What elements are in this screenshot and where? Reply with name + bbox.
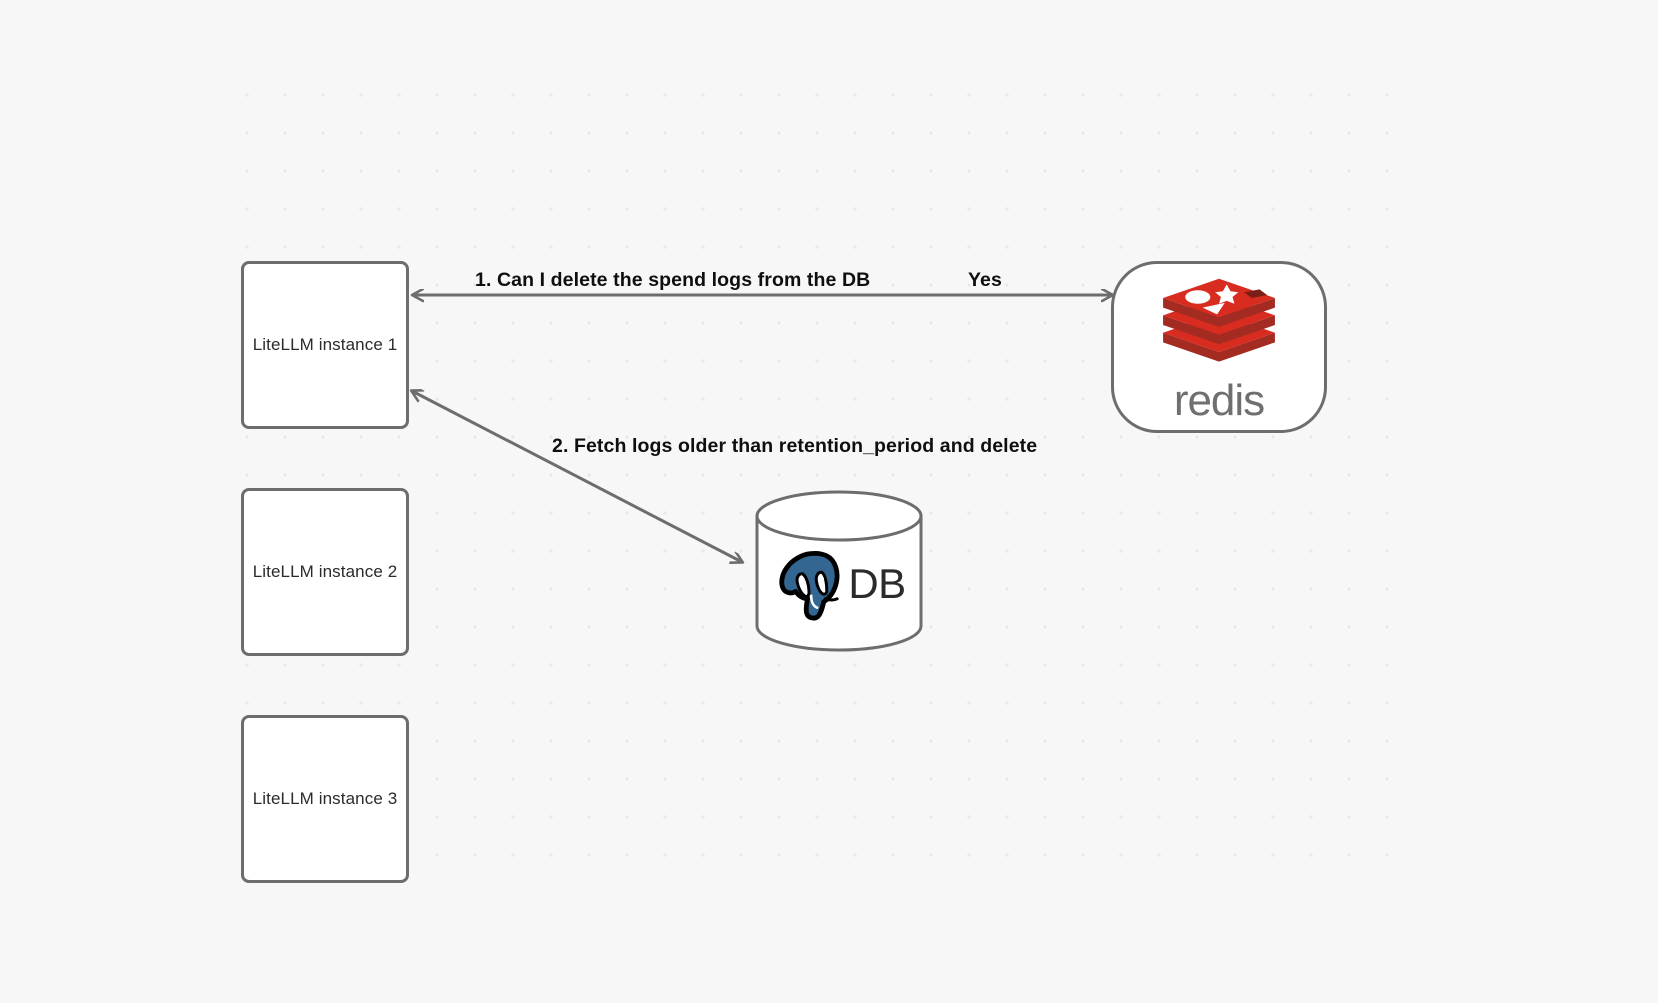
edge-label-question: 1. Can I delete the spend logs from the … — [475, 269, 871, 291]
redis-logo-icon — [1163, 278, 1275, 362]
node-database[interactable]: DB — [754, 489, 924, 653]
node-label: LiteLLM instance 1 — [252, 335, 398, 354]
node-label: LiteLLM instance 2 — [252, 562, 398, 581]
node-label: LiteLLM instance 3 — [252, 789, 398, 808]
edge-label-fetch-delete: 2. Fetch logs older than retention_perio… — [552, 435, 1038, 457]
redis-wordmark: redis — [1173, 376, 1265, 425]
database-label: DB — [848, 560, 906, 607]
node-litellm-instance-3[interactable]: LiteLLM instance 3 — [241, 715, 409, 883]
edge-instance1-database — [412, 391, 742, 562]
node-litellm-instance-2[interactable]: LiteLLM instance 2 — [241, 488, 409, 656]
edge-label-answer: Yes — [968, 269, 1002, 291]
postgresql-elephant-icon — [779, 550, 840, 621]
node-redis[interactable]: redis — [1111, 261, 1327, 433]
node-litellm-instance-1[interactable]: LiteLLM instance 1 — [241, 261, 409, 429]
